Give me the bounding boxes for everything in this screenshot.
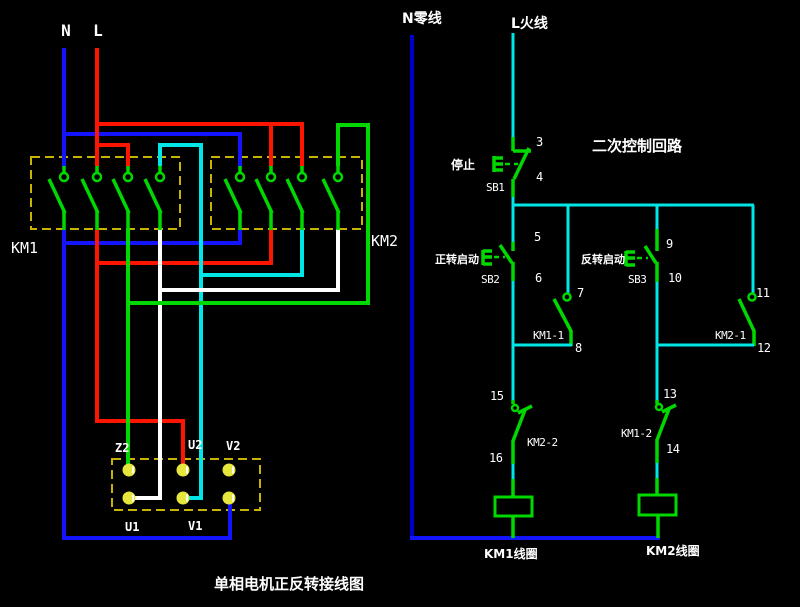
km2-contact-4 [321, 166, 344, 230]
motor-terminals [122, 463, 236, 505]
km1-coil-label: KM1线圈 [484, 546, 538, 561]
km1-2-interlock-contact [654, 400, 677, 463]
motor-terminal-box [111, 458, 261, 511]
node-numbers: 3 4 5 6 7 8 9 10 11 12 13 14 15 16 [489, 135, 771, 465]
stop-label: 停止 [451, 157, 475, 172]
n-phase-label: N [61, 21, 71, 40]
wiring-diagram-title: 单相电机正反转接线图 [214, 575, 364, 593]
km1-contact-1 [47, 166, 70, 230]
forward-start-label: 正转启动 [435, 252, 479, 266]
km2-contact-1 [223, 166, 246, 230]
km2-main-contacts [223, 166, 344, 230]
sb2-actuator [481, 249, 505, 266]
node-9: 9 [666, 237, 673, 251]
neutral-rail-label: N零线 [402, 10, 442, 27]
control-bus [511, 203, 755, 293]
km1-contact-2 [80, 166, 103, 230]
sb2-label: SB2 [481, 273, 499, 286]
km2-contact-3 [285, 166, 308, 230]
neutral-wire-blue [62, 48, 242, 540]
sb2-forward-button [481, 242, 515, 281]
live-rail-label: L火线 [511, 15, 548, 32]
l-phase-label: L [93, 21, 103, 40]
terminal-label-u1: U1 [125, 520, 139, 534]
km1-main-contacts [47, 166, 166, 230]
node-11: 11 [756, 286, 770, 300]
km1-contact-4 [143, 166, 166, 230]
live-wire-red [95, 48, 304, 465]
node-3: 3 [536, 135, 543, 149]
auxiliary-wire-cyan [158, 143, 304, 500]
node-4: 4 [536, 170, 543, 184]
km1-1-label: KM1-1 [533, 329, 564, 342]
terminal-label-v1: V1 [188, 519, 202, 533]
km2-1-label: KM2-1 [715, 329, 746, 342]
km2-2-label: KM2-2 [527, 436, 558, 449]
reverse-start-label: 反转启动 [581, 252, 625, 266]
km2-2-interlock-contact [510, 400, 533, 464]
km1-contactor-box [30, 156, 181, 230]
km1-contact-3 [111, 166, 134, 230]
neutral-rail [410, 35, 660, 540]
terminal-z2 [122, 463, 136, 477]
node-6: 6 [535, 271, 542, 285]
terminal-w1 [222, 491, 236, 505]
terminal-u1 [122, 491, 136, 505]
sb3-reverse-button [624, 229, 659, 282]
terminal-u2 [176, 463, 190, 477]
km2-label: KM2 [371, 232, 398, 250]
terminal-v2 [222, 463, 236, 477]
terminal-v1 [176, 491, 190, 505]
sb3-label: SB3 [628, 273, 646, 286]
control-circuit-diagram: N零线 L火线 二次控制回路 停止 SB1 正转启动 SB2 反转启动 SB3 … [402, 10, 771, 561]
node-8: 8 [575, 341, 582, 355]
km2-contactor-box [210, 156, 363, 230]
terminal-label-z2: Z2 [115, 441, 129, 455]
node-5: 5 [534, 230, 541, 244]
terminal-label-v2: V2 [226, 439, 240, 453]
control-circuit-title: 二次控制回路 [592, 137, 683, 155]
km1-1-contact [552, 292, 573, 346]
main-wiring-diagram: N L KM1 KM2 Z2 U2 V2 U1 V1 单相电机正反转接线图 [11, 21, 398, 593]
km1-coil [493, 495, 534, 518]
km2-coil-label: KM2线圈 [646, 543, 700, 558]
terminal-label-u2: U2 [188, 438, 202, 452]
km1-2-label: KM1-2 [621, 427, 652, 440]
km2-contact-2 [254, 166, 277, 230]
km2-coil [637, 493, 678, 517]
sb1-label: SB1 [486, 181, 504, 194]
km1-label: KM1 [11, 239, 38, 257]
node-14: 14 [666, 442, 680, 456]
node-15: 15 [490, 389, 504, 403]
sb1-actuator [492, 156, 518, 172]
sb3-actuator [624, 250, 648, 267]
auxiliary-wire-white [135, 229, 340, 500]
sb1-stop-button [492, 137, 531, 197]
node-16: 16 [489, 451, 503, 465]
winding-wire-green [126, 123, 370, 465]
km2-1-contact [737, 292, 757, 346]
node-10: 10 [668, 271, 682, 285]
node-13: 13 [663, 387, 677, 401]
node-12: 12 [757, 341, 771, 355]
node-7: 7 [577, 286, 584, 300]
